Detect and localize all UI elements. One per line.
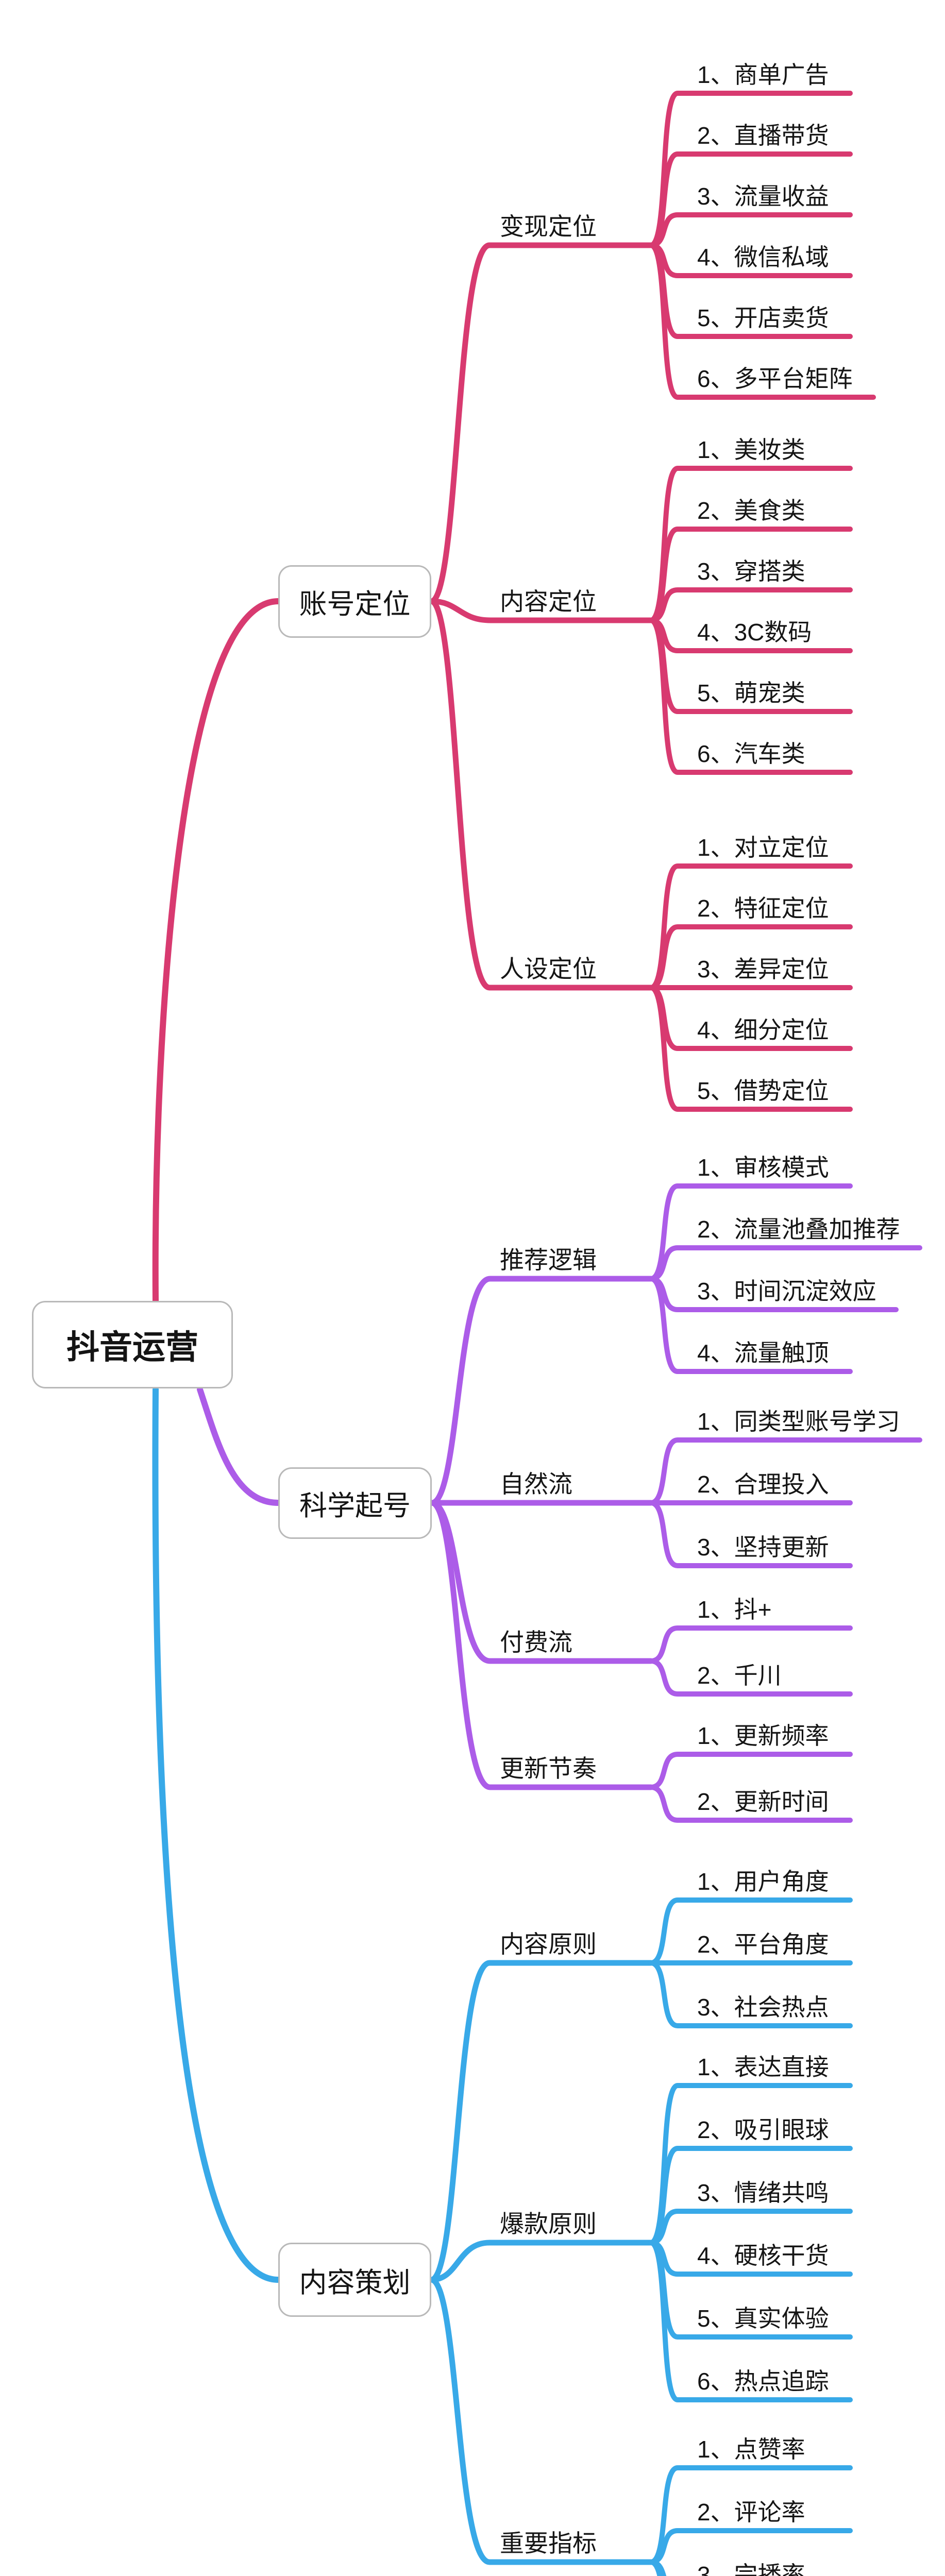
- leaf-node[interactable]: 6、热点追踪: [697, 2368, 829, 2395]
- edge-b3-viral-principles: [428, 2240, 654, 2283]
- edge-b1-g2-leaf1: [648, 924, 853, 990]
- branch1-edges: [428, 91, 876, 1112]
- edge-b2-update-cadence: [429, 1500, 654, 1790]
- edge-b3-g0-leaf2: [648, 1960, 853, 2028]
- edge-b3-g2-leaf3: [648, 2560, 663, 2576]
- leaf-node[interactable]: 2、吸引眼球: [697, 2116, 829, 2143]
- node-account-positioning[interactable]: 账号定位: [278, 565, 431, 638]
- subtopic-content-category-positioning[interactable]: 内容定位: [500, 588, 597, 615]
- edge-root-content-planning: [152, 1386, 281, 2283]
- leaf-node[interactable]: 3、情绪共鸣: [697, 2179, 829, 2206]
- edge-root-account-positioning: [152, 598, 281, 1304]
- edge-b2-g0-leaf1: [648, 1245, 922, 1281]
- leaf-node[interactable]: 2、流量池叠加推荐: [697, 1216, 900, 1243]
- edge-b3-g2-leaf1: [648, 2528, 853, 2565]
- leaf-node[interactable]: 2、合理投入: [697, 1471, 829, 1498]
- edge-b3-g1-leaf5: [648, 2240, 853, 2402]
- edge-b1-g1-leaf2: [648, 587, 853, 623]
- edge-b2-g3-leaf0: [648, 1752, 853, 1790]
- leaf-node[interactable]: 4、细分定位: [697, 1016, 829, 1043]
- leaf-node[interactable]: 5、真实体验: [697, 2305, 829, 2332]
- edge-b1-g0-leaf0: [648, 91, 853, 248]
- leaf-node[interactable]: 6、汽车类: [697, 740, 805, 767]
- leaf-node[interactable]: 1、同类型账号学习: [697, 1408, 900, 1435]
- edge-b1-g0-leaf5: [648, 243, 876, 400]
- edge-b1-monetization: [428, 242, 654, 604]
- subtopic-paid-traffic[interactable]: 付费流: [500, 1629, 572, 1656]
- leaf-node[interactable]: 3、社会热点: [697, 1994, 829, 2021]
- root-edges: [152, 598, 281, 2283]
- branch2-edges: [429, 1183, 922, 1823]
- edge-b1-g1-leaf0: [648, 466, 853, 623]
- leaf-node[interactable]: 2、更新时间: [697, 1788, 829, 1815]
- leaf-node[interactable]: 3、穿搭类: [697, 558, 805, 585]
- leaf-node[interactable]: 4、微信私域: [697, 244, 829, 270]
- edge-b3-g1-leaf0: [648, 2083, 853, 2245]
- node-scientific-launch[interactable]: 科学起号: [278, 1467, 432, 1539]
- subtopic-recommendation-logic[interactable]: 推荐逻辑: [500, 1246, 597, 1274]
- leaf-node[interactable]: 1、表达直接: [697, 2054, 829, 2080]
- node-label: 科学起号: [299, 1490, 411, 1521]
- node-label: 账号定位: [299, 589, 411, 620]
- leaf-node[interactable]: 1、用户角度: [697, 1868, 829, 1895]
- leaf-node[interactable]: 6、多平台矩阵: [697, 365, 853, 392]
- leaf-node[interactable]: 3、时间沉淀效应: [697, 1278, 876, 1304]
- leaf-node[interactable]: 2、美食类: [697, 497, 805, 524]
- subtopic-viral-principles[interactable]: 爆款原则: [500, 2210, 597, 2238]
- leaf-node[interactable]: 4、3C数码: [697, 619, 812, 646]
- leaf-node[interactable]: 3、流量收益: [697, 183, 829, 210]
- root-label: 抖音运营: [66, 1329, 198, 1366]
- edge-root-scientific-launch: [197, 1386, 281, 1506]
- edge-b1-g0-leaf2: [648, 212, 853, 248]
- branch3-edges: [428, 1897, 853, 2576]
- leaf-node[interactable]: 1、美妆类: [697, 436, 805, 463]
- subtopic-organic-traffic[interactable]: 自然流: [500, 1470, 572, 1498]
- edge-b2-g2-leaf1: [648, 1658, 853, 1697]
- edge-b1-persona: [428, 598, 654, 991]
- leaf-node[interactable]: 2、千川: [697, 1662, 782, 1689]
- edge-b3-key-metrics: [428, 2277, 654, 2565]
- leaf-node[interactable]: 5、萌宠类: [697, 680, 805, 706]
- leaf-node[interactable]: 2、平台角度: [697, 1931, 829, 1958]
- leaf-node[interactable]: 1、对立定位: [697, 834, 829, 861]
- subtopic-persona-positioning[interactable]: 人设定位: [500, 955, 597, 982]
- edge-b1-g2-leaf4: [648, 985, 853, 1112]
- leaf-node[interactable]: 4、硬核干货: [697, 2242, 829, 2269]
- edge-b2-g0-leaf3: [648, 1276, 853, 1374]
- leaf-node[interactable]: 3、差异定位: [697, 956, 829, 982]
- node-label: 内容策划: [299, 2267, 411, 2298]
- leaf-node[interactable]: 5、借势定位: [697, 1077, 829, 1104]
- edge-b3-g0-leaf0: [648, 1897, 853, 1965]
- leaf-node[interactable]: 2、特征定位: [697, 895, 829, 922]
- leaf-node[interactable]: 1、更新频率: [697, 1722, 829, 1749]
- leaf-node[interactable]: 3、坚持更新: [697, 1534, 829, 1561]
- edge-b1-g1-leaf5: [648, 618, 853, 775]
- edge-b2-g3-leaf1: [648, 1785, 853, 1823]
- edge-b2-g1-leaf0: [648, 1437, 922, 1505]
- leaf-node[interactable]: 1、审核模式: [697, 1154, 829, 1181]
- leaf-node[interactable]: 3、完播率: [697, 2562, 805, 2576]
- subtopic-content-principles[interactable]: 内容原则: [500, 1930, 597, 1958]
- edge-b3-content-principles: [428, 1960, 654, 2283]
- edge-b1-content-category: [428, 598, 654, 623]
- leaf-node[interactable]: 2、评论率: [697, 2499, 805, 2526]
- leaf-node[interactable]: 5、开店卖货: [697, 304, 829, 331]
- edge-b2-g2-leaf0: [648, 1625, 853, 1664]
- leaf-node[interactable]: 4、流量触顶: [697, 1340, 829, 1366]
- subtopic-update-cadence[interactable]: 更新节奏: [500, 1755, 597, 1782]
- subtopic-key-metrics[interactable]: 重要指标: [500, 2530, 597, 2557]
- edge-b3-g1-leaf2: [648, 2209, 853, 2245]
- leaf-node[interactable]: 1、点赞率: [697, 2436, 805, 2463]
- root-node[interactable]: 抖音运营: [32, 1301, 233, 1388]
- node-content-planning[interactable]: 内容策划: [278, 2243, 431, 2317]
- subtopic-monetization-positioning[interactable]: 变现定位: [500, 213, 597, 240]
- edge-b2-recommendation-logic: [429, 1276, 654, 1506]
- leaf-node[interactable]: 1、商单广告: [697, 61, 829, 88]
- leaf-node[interactable]: 1、抖+: [697, 1596, 772, 1623]
- edge-b2-g1-leaf2: [648, 1500, 853, 1568]
- leaf-node[interactable]: 2、直播带货: [697, 122, 829, 149]
